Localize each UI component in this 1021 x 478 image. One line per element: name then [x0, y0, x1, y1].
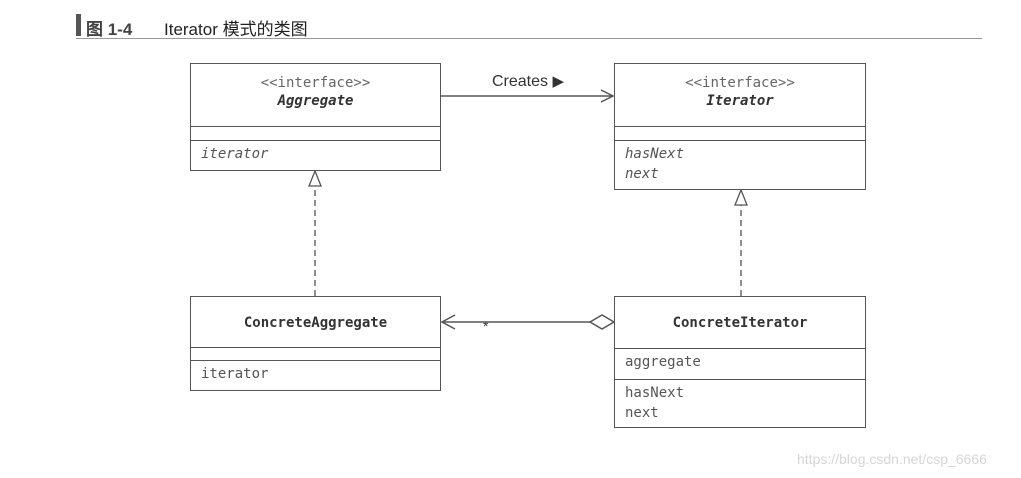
watermark: https://blog.csdn.net/csp_6666 [797, 451, 987, 467]
aggregate-name-compartment: <<interface>> Aggregate [191, 64, 440, 126]
iterator-class-name: Iterator [706, 93, 774, 109]
aggregate-methods: iterator [191, 140, 440, 164]
concrete-iterator-field-aggregate: aggregate [625, 354, 701, 370]
aggregate-stereotype: <<interface>> [260, 75, 371, 91]
concrete-aggregate-class-name: ConcreteAggregate [243, 315, 388, 331]
concrete-aggregate-fields [191, 347, 440, 360]
iterator-name-compartment: <<interface>> Iterator [615, 64, 865, 126]
aggregate-class: <<interface>> Aggregate iterator [190, 63, 441, 171]
concrete-aggregate-class: ConcreteAggregate iterator [190, 296, 441, 391]
concrete-iterator-method-next: next [625, 405, 659, 421]
figure-number: 图 1-4 [86, 20, 133, 39]
creates-arrowhead [600, 89, 615, 103]
creates-direction-icon: ▶ [552, 73, 565, 90]
aggregation-diamond [588, 314, 616, 330]
concrete-aggregate-methods: iterator [191, 360, 440, 384]
iterator-class: <<interface>> Iterator hasNext next [614, 63, 866, 190]
aggregate-method-iterator: iterator [201, 146, 269, 162]
realization-arrowhead-iterator [734, 188, 748, 206]
iterator-methods: hasNext next [615, 140, 865, 184]
aggregation-arrowhead [440, 314, 456, 330]
iterator-fields [615, 126, 865, 140]
concrete-iterator-method-hasnext: hasNext [625, 385, 685, 401]
creates-label: Creates ▶ [492, 72, 564, 91]
concrete-iterator-class-name: ConcreteIterator [672, 315, 808, 331]
concrete-iterator-methods: hasNext next [615, 379, 865, 423]
concrete-iterator-class: ConcreteIterator aggregate hasNext next [614, 296, 866, 428]
aggregate-class-name: Aggregate [277, 93, 354, 109]
concrete-iterator-name-compartment: ConcreteIterator [615, 297, 865, 348]
figure-header: 图 1-4 Iterator 模式的类图 [76, 12, 982, 40]
iterator-method-next: next [625, 166, 659, 182]
creates-text: Creates [492, 73, 549, 90]
concrete-iterator-fields: aggregate [615, 348, 865, 379]
figure-marker [76, 14, 81, 36]
aggregate-fields [191, 126, 440, 140]
figure-title: Iterator 模式的类图 [164, 20, 308, 39]
concrete-aggregate-name-compartment: ConcreteAggregate [191, 297, 440, 347]
iterator-method-hasnext: hasNext [625, 146, 685, 162]
figure-header-rule [76, 38, 982, 39]
aggregation-multiplicity: * [483, 318, 489, 334]
concrete-aggregate-method-iterator: iterator [201, 366, 269, 382]
iterator-stereotype: <<interface>> [685, 75, 795, 91]
realization-arrowhead-aggregate [308, 169, 322, 187]
